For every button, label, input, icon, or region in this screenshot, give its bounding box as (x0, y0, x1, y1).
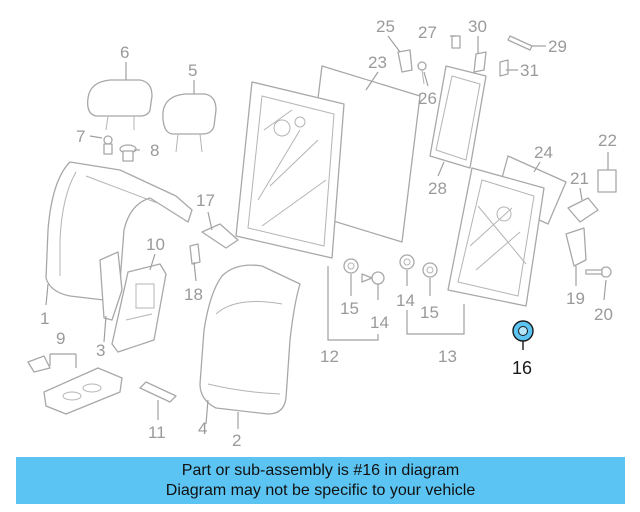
part-27-clip (451, 35, 461, 49)
callout-31: 31 (520, 61, 539, 80)
part-11-cover (139, 381, 177, 403)
callout-29: 29 (548, 37, 567, 56)
callout-11: 11 (148, 423, 166, 442)
part-20-bolt (585, 266, 612, 278)
callout-20: 20 (594, 305, 613, 324)
part-19-latch (565, 227, 587, 267)
part-31-clip (499, 59, 509, 77)
callout-2: 2 (232, 431, 241, 450)
part-29-rod (507, 35, 533, 51)
part-8-guide (119, 144, 137, 162)
callout-28: 28 (428, 179, 447, 198)
callout-17: 17 (196, 191, 215, 210)
part-22-clip (597, 169, 617, 193)
part-5-headrest (162, 93, 217, 153)
callout-4: 4 (198, 419, 207, 438)
part-12-seatback-frame (235, 81, 345, 259)
part-25-bracket (397, 49, 413, 73)
callout-6: 6 (120, 43, 129, 62)
callout-19: 19 (566, 289, 585, 308)
callout-8: 8 (150, 141, 159, 160)
callout-18: 18 (184, 285, 203, 304)
callout-13: 13 (438, 347, 457, 366)
part-14-bushing-right (399, 254, 415, 270)
callout-24: 24 (534, 143, 553, 162)
banner-line-part: Part or sub-assembly is #16 in diagram (181, 462, 460, 479)
callout-3: 3 (96, 341, 105, 360)
callout-23: 23 (368, 53, 387, 72)
info-banner: Part or sub-assembly is #16 in diagram D… (16, 457, 625, 504)
part-6-headrest (87, 79, 153, 131)
callout-12: 12 (320, 347, 339, 366)
part-9-cup-holder (27, 355, 123, 415)
callout-16: 16 (512, 358, 532, 378)
part-16-bushing-highlighted (512, 320, 534, 350)
callout-10: 10 (146, 235, 165, 254)
callout-26: 26 (418, 89, 437, 108)
callout-22: 22 (598, 131, 617, 150)
callout-25: 25 (376, 17, 395, 36)
callout-9: 9 (56, 329, 65, 348)
leader-lines (45, 35, 609, 429)
callout-21: 21 (570, 169, 589, 188)
callout-1: 1 (40, 309, 49, 328)
part-10-armrest-frame (111, 263, 167, 353)
part-26-bolt (417, 61, 427, 85)
callout-15-right: 15 (420, 303, 439, 322)
banner-line-disclaimer: Diagram may not be specific to your vehi… (165, 482, 476, 499)
callout-7: 7 (76, 127, 85, 146)
part-15-bushing-left (343, 258, 359, 274)
parts-diagram: 1 2 3 4 5 6 7 8 9 10 11 12 13 14 14 15 1… (27, 17, 617, 450)
part-4-cushion (199, 264, 301, 415)
part-17-bracket (201, 223, 239, 249)
callout-30: 30 (468, 17, 487, 36)
part-7-guide (103, 135, 113, 155)
part-21-bracket (567, 197, 599, 223)
part-30-clip (473, 51, 487, 73)
callout-labels: 1 2 3 4 5 6 7 8 9 10 11 12 13 14 14 15 1… (40, 17, 617, 450)
callout-15-left: 15 (340, 299, 359, 318)
callout-5: 5 (188, 61, 197, 80)
callout-14-right: 14 (396, 291, 415, 310)
part-14-bushing-left (361, 271, 385, 285)
part-15-bushing-right (422, 262, 438, 278)
callout-14-left: 14 (370, 313, 389, 332)
part-28-panel (429, 65, 487, 169)
part-3-trim (99, 251, 123, 321)
callout-27: 27 (418, 23, 437, 42)
part-13-seatback-frame (447, 167, 545, 307)
part-18-clip (189, 243, 201, 265)
